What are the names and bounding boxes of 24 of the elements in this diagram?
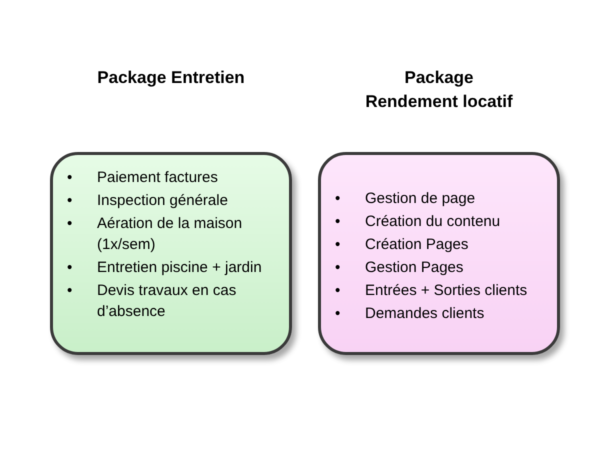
bullet-mark: • [335,235,340,255]
list-item: Entrées + Sorties clients [365,282,528,299]
list-item: Aération de la maison (1x/sem) [97,215,242,253]
list-item: Entretien piscine + jardin [97,259,262,276]
bullet-mark: • [67,168,72,188]
bullet-mark: • [335,212,340,232]
package-heading: Package Entretien [96,67,246,89]
list-item: Demandes clients [365,305,484,322]
bullet-mark: • [67,258,72,278]
bullet-mark: • [335,189,340,209]
list-item: Gestion de page [365,190,476,207]
list-item: Création Pages [365,236,468,253]
list-item: Inspection générale [97,192,228,209]
bullet-mark: • [67,191,72,211]
bullet-mark: • [335,281,340,301]
bullet-mark: • [67,281,72,301]
list-item: Gestion Pages [365,259,464,276]
list-item: Devis travaux en cas d’absence [97,282,236,320]
list-item: Création du contenu [365,213,500,230]
bullet-mark: • [335,258,340,278]
bullet-mark: • [67,214,72,234]
list-item: Paiement factures [97,169,218,186]
package-heading: Package Rendement locatif [364,67,514,113]
bullet-mark: • [335,304,340,324]
